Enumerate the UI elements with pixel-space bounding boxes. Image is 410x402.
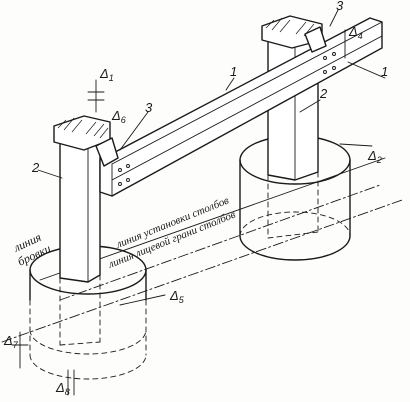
callout-3-right-plate: 3 (336, 0, 344, 13)
leader-lines (37, 9, 386, 179)
callout-1-beam: 1 (230, 64, 237, 79)
callout-1-beam-end: 1 (381, 64, 388, 79)
dim-delta-6: Δ6 (111, 108, 126, 125)
dim-delta-6-bottom: Δ8 (55, 380, 70, 397)
left-foundation (29, 245, 147, 380)
left-post (53, 115, 111, 283)
connection-plates (95, 26, 327, 167)
dim-delta-2: Δ2 (367, 148, 382, 165)
dim-delta-1-bottom: Δ7 (3, 333, 19, 350)
dim-delta-4: Δ4 (348, 24, 363, 41)
dim-delta-5: Δ5 (169, 288, 185, 305)
callout-3-left-plate: 3 (145, 100, 153, 115)
edge-line (1, 199, 403, 343)
dim-delta-1: Δ1 (99, 66, 114, 83)
callout-2-right-post: 2 (319, 86, 328, 101)
dimension-marks (11, 29, 373, 396)
face-line (59, 184, 381, 301)
callout-2-left-post: 2 (31, 160, 40, 175)
guardrail-beam (99, 17, 383, 197)
